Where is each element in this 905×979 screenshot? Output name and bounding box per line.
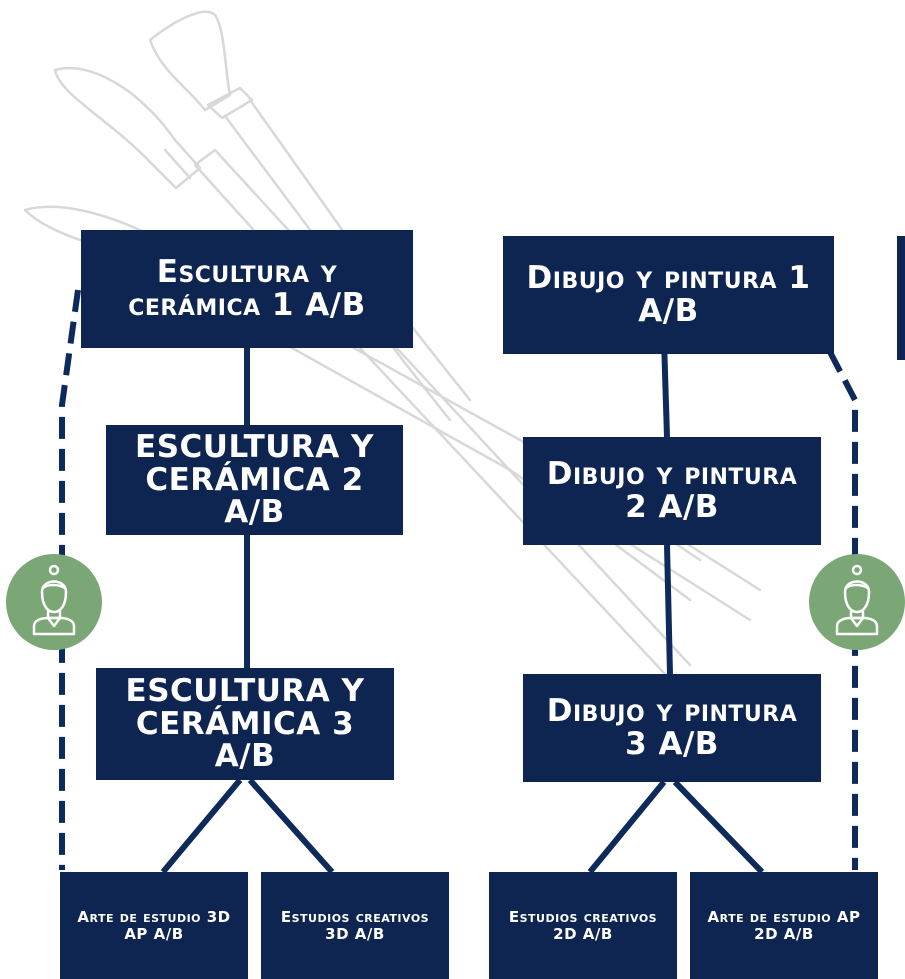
advisor-path-right (827, 350, 858, 870)
person-icon (835, 564, 879, 636)
connector-sculpture-3-creative (247, 778, 335, 874)
node-sculpture-3-label: ESCULTURA Y CERÁMICA 3 A/B (125, 673, 365, 775)
connector-drawing-3-creative (587, 780, 667, 874)
node-sculpture-2[interactable]: ESCULTURA Y CERÁMICA 2 A/B (106, 425, 403, 535)
node-ap-3d-label: Arte de estudio 3D AP A/B (77, 908, 231, 943)
node-sculpture-1[interactable]: Escultura y cerámica 1 A/B (81, 230, 413, 348)
node-sculpture-1-label: Escultura y cerámica 1 A/B (128, 254, 366, 323)
node-creative-2d-label: Estudios creativos 2D A/B (508, 908, 658, 943)
connectors (160, 339, 765, 875)
node-drawing-1-label: Dibujo y pintura 1 A/B (526, 260, 811, 329)
connector-sculpture-3-ap (160, 778, 243, 874)
node-ap-2d-label: Arte de estudio AP 2D A/B (707, 908, 861, 943)
node-drawing-3[interactable]: Dibujo y pintura 3 A/B (523, 674, 821, 782)
cropped-node-edge (897, 236, 905, 360)
connector-drawing-2-3 (664, 544, 673, 675)
node-drawing-2-label: Dibujo y pintura 2 A/B (546, 456, 798, 525)
connector-drawing-3-ap (672, 779, 765, 875)
node-creative-3d-label: Estudios creativos 3D A/B (280, 908, 430, 943)
node-drawing-3-label: Dibujo y pintura 3 A/B (546, 693, 798, 762)
node-creative-3d[interactable]: Estudios creativos 3D A/B (261, 872, 449, 979)
advisor-path-left (59, 289, 81, 870)
connector-drawing-1-2 (661, 339, 670, 438)
node-drawing-1[interactable]: Dibujo y pintura 1 A/B (503, 236, 834, 354)
node-drawing-2[interactable]: Dibujo y pintura 2 A/B (523, 437, 821, 545)
node-creative-2d[interactable]: Estudios creativos 2D A/B (489, 872, 677, 979)
advisor-avatar-right (809, 554, 905, 650)
advisor-avatar-left (6, 554, 102, 650)
node-sculpture-2-label: ESCULTURA Y CERÁMICA 2 A/B (135, 429, 374, 531)
person-icon (32, 564, 76, 636)
node-ap-3d[interactable]: Arte de estudio 3D AP A/B (60, 872, 248, 979)
node-ap-2d[interactable]: Arte de estudio AP 2D A/B (690, 872, 878, 979)
node-sculpture-3[interactable]: ESCULTURA Y CERÁMICA 3 A/B (96, 668, 394, 780)
